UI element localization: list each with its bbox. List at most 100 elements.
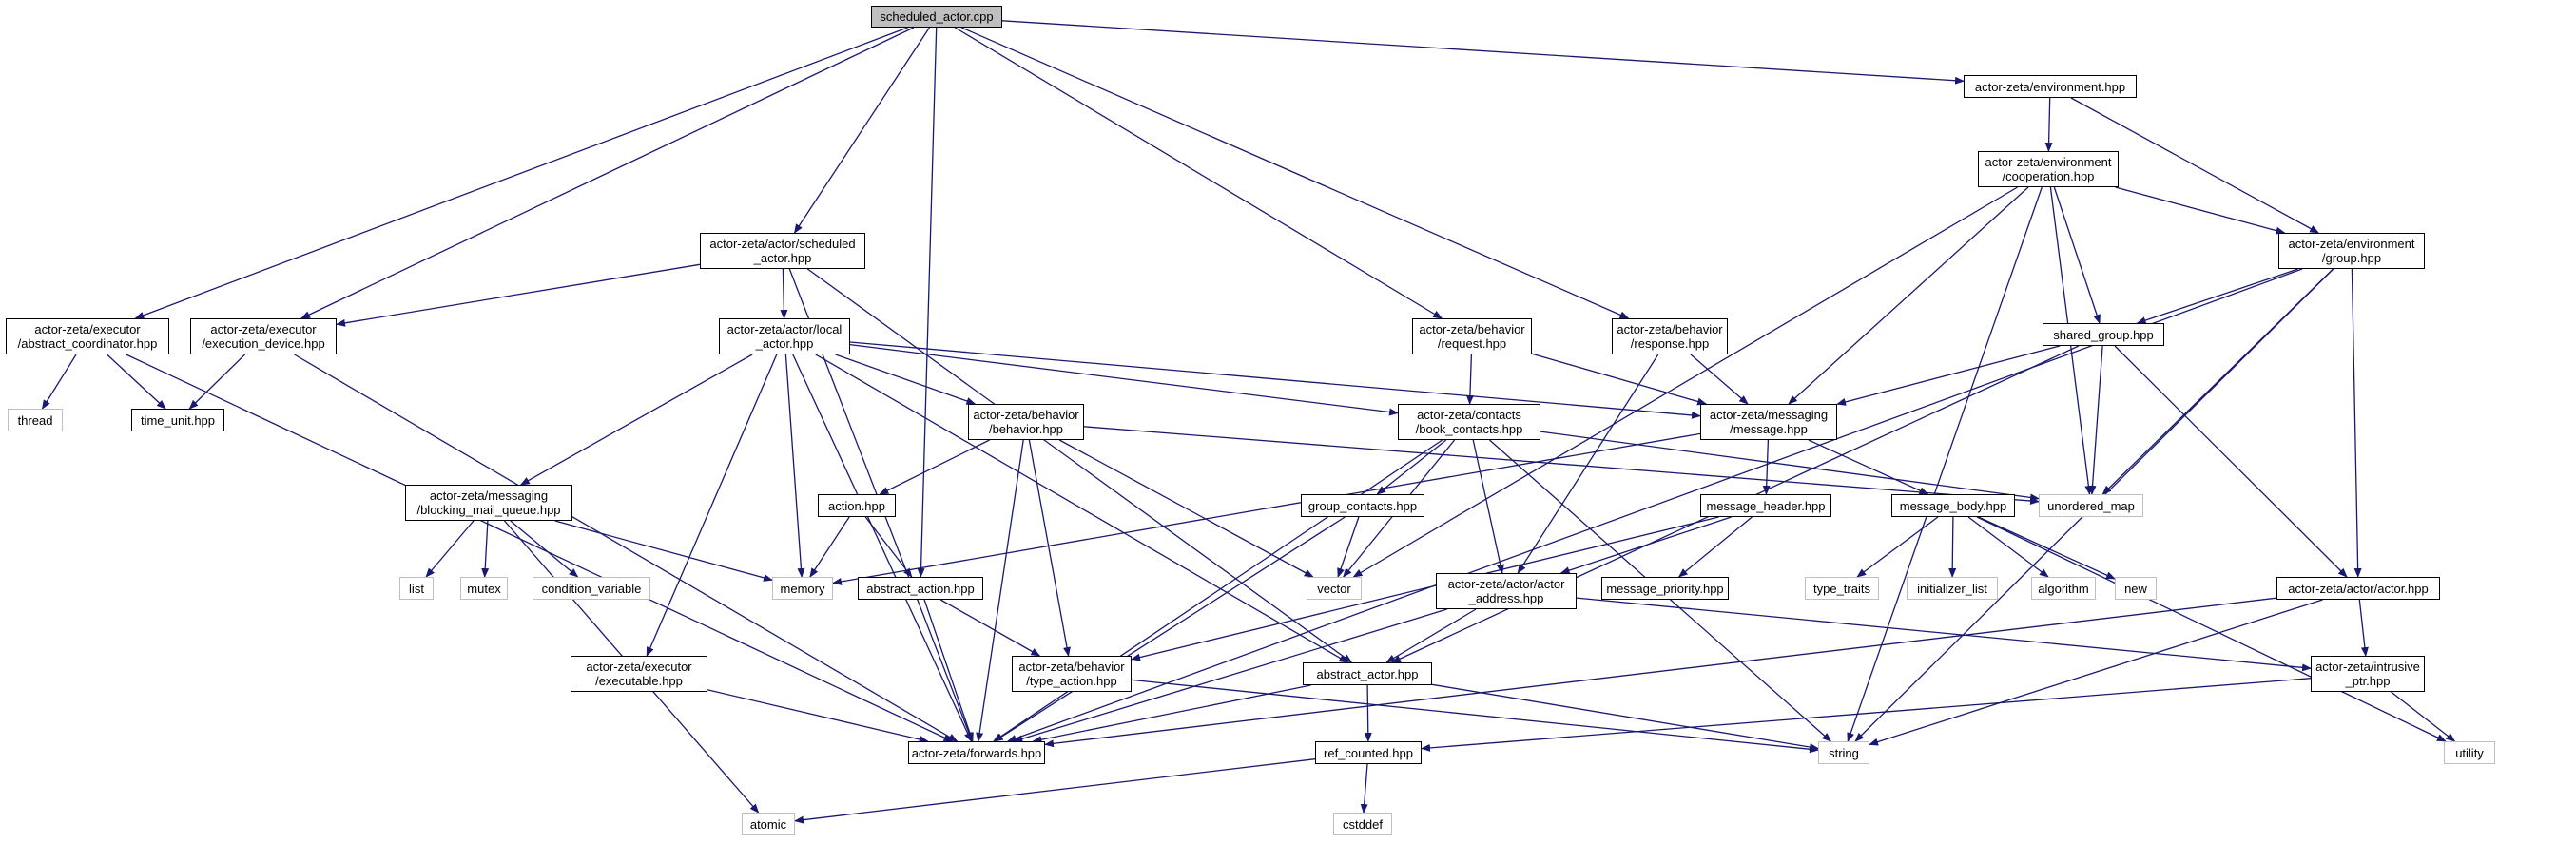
node-vector[interactable]: vector (1307, 577, 1362, 600)
node-label: actor-zeta/environment.hpp (1974, 79, 2126, 94)
node-execdev[interactable]: actor-zeta/executor/execution_device.hpp (190, 318, 337, 354)
node-msgheader[interactable]: message_header.hpp (1700, 494, 1831, 517)
node-executable[interactable]: actor-zeta/executor/executable.hpp (571, 656, 707, 692)
node-intrusive[interactable]: actor-zeta/intrusive_ptr.hpp (2311, 656, 2425, 692)
edge-msgheader-to-typeaction (1131, 516, 1719, 661)
edge-abscoord-to-timeunit (107, 354, 166, 410)
node-label: actor-zeta/behavior (1419, 322, 1525, 336)
edge-blocking-to-condvar (510, 520, 579, 578)
node-algorithm[interactable]: algorithm (2031, 577, 2096, 600)
node-env[interactable]: actor-zeta/environment.hpp (1964, 75, 2137, 98)
node-label: type_traits (1813, 581, 1870, 596)
node-atomic[interactable]: atomic (742, 813, 795, 835)
edge-behavior-to-vector (1058, 439, 1314, 578)
node-label: /type_action.hpp (1026, 674, 1117, 688)
node-label: initializer_list (1917, 581, 1987, 596)
node-sched[interactable]: actor-zeta/actor/scheduled_actor.hpp (700, 233, 865, 269)
edge-group-to-shared (2136, 268, 2298, 324)
edge-msgbody-to-typetraits (1856, 516, 1939, 578)
node-addr[interactable]: actor-zeta/actor/actor_address.hpp (1436, 573, 1577, 609)
edge-group-to-actorhpp (2351, 268, 2362, 578)
node-mutex[interactable]: mutex (460, 577, 508, 600)
node-typeaction[interactable]: actor-zeta/behavior/type_action.hpp (1012, 656, 1132, 692)
edge-root-to-abscoord (134, 27, 908, 319)
node-label: list (409, 581, 424, 596)
edge-book-to-umap (1540, 431, 2040, 502)
node-behavior[interactable]: actor-zeta/behavior/behavior.hpp (968, 404, 1084, 440)
node-absactor[interactable]: abstract_actor.hpp (1303, 662, 1432, 685)
edge-msgheader-to-addr (1559, 516, 1732, 574)
node-response[interactable]: actor-zeta/behavior/response.hpp (1612, 318, 1728, 354)
node-action[interactable]: action.hpp (818, 494, 896, 517)
node-msgbody[interactable]: message_body.hpp (1891, 494, 2015, 517)
edge-coop-to-string (1847, 186, 2043, 742)
edge-groupc-to-forwards (993, 516, 1346, 742)
node-msgprio[interactable]: message_priority.hpp (1601, 577, 1729, 600)
edge-group-to-forwards (1006, 268, 2303, 742)
node-request[interactable]: actor-zeta/behavior/request.hpp (1412, 318, 1532, 354)
node-list[interactable]: list (399, 577, 434, 600)
node-label: actor-zeta/actor/scheduled (709, 237, 856, 251)
node-absaction[interactable]: abstract_action.hpp (858, 577, 983, 600)
node-umap[interactable]: unordered_map (2039, 494, 2143, 517)
node-label: actor-zeta/environment (1985, 155, 2112, 169)
edge-book-to-forwards (993, 439, 1443, 742)
node-label: utility (2455, 745, 2484, 760)
node-local[interactable]: actor-zeta/actor/local_actor.hpp (719, 318, 850, 354)
node-refcounted[interactable]: ref_counted.hpp (1315, 741, 1422, 764)
node-timeunit[interactable]: time_unit.hpp (131, 409, 224, 431)
node-condvar[interactable]: condition_variable (533, 577, 650, 600)
node-label: group_contacts.hpp (1307, 498, 1418, 513)
edge-execdev-to-timeunit (188, 354, 246, 410)
node-utility[interactable]: utility (2444, 741, 2495, 764)
node-label: unordered_map (2047, 498, 2135, 513)
edge-absactor-to-refcounted (1364, 684, 1372, 742)
node-label: abstract_action.hpp (866, 581, 975, 596)
node-shared[interactable]: shared_group.hpp (2043, 323, 2164, 346)
node-label: /executable.hpp (595, 674, 683, 688)
edge-local-to-book (849, 343, 1399, 416)
edge-root-to-request (954, 27, 1443, 319)
edge-book-to-groupc (1376, 439, 1447, 495)
node-label: mutex (467, 581, 501, 596)
node-label: /abstract_coordinator.hpp (17, 336, 158, 351)
node-label: /cooperation.hpp (2002, 169, 2095, 183)
node-actorhpp[interactable]: actor-zeta/actor/actor.hpp (2276, 577, 2440, 600)
edge-absaction-to-typeaction (939, 599, 1041, 657)
edge-local-to-blocking (519, 354, 753, 486)
node-blocking[interactable]: actor-zeta/messaging/blocking_mail_queue… (405, 485, 572, 521)
node-label: /message.hpp (1730, 422, 1808, 436)
edge-actorhpp-to-intrusive (2358, 599, 2369, 657)
node-book[interactable]: actor-zeta/contacts/book_contacts.hpp (1398, 404, 1540, 440)
edge-shared-to-actorhpp (2114, 345, 2348, 578)
node-abscoord[interactable]: actor-zeta/executor/abstract_coordinator… (6, 318, 169, 354)
node-cstddef[interactable]: cstddef (1333, 813, 1392, 835)
node-typetraits[interactable]: type_traits (1805, 577, 1879, 600)
node-label: message_header.hpp (1706, 498, 1826, 513)
node-group[interactable]: actor-zeta/environment/group.hpp (2278, 233, 2425, 269)
edge-book-to-addr (1472, 439, 1504, 574)
node-groupc[interactable]: group_contacts.hpp (1301, 494, 1424, 517)
node-string[interactable]: string (1818, 741, 1869, 764)
node-label: scheduled_actor.cpp (880, 10, 994, 24)
node-label: /request.hpp (1437, 336, 1507, 351)
node-memory[interactable]: memory (772, 577, 833, 600)
node-label: actor-zeta/actor/actor (1447, 577, 1565, 591)
node-coop[interactable]: actor-zeta/environment/cooperation.hpp (1978, 151, 2119, 187)
node-thread[interactable]: thread (8, 409, 63, 431)
node-new[interactable]: new (2115, 577, 2157, 600)
edge-groupc-to-vector (1337, 516, 1360, 578)
node-label: action.hpp (828, 498, 885, 513)
node-initlist[interactable]: initializer_list (1907, 577, 1998, 600)
edge-coop-to-shared (2053, 186, 2101, 324)
node-forwards[interactable]: actor-zeta/forwards.hpp (908, 741, 1045, 764)
node-root[interactable]: scheduled_actor.cpp (871, 6, 1002, 28)
node-label: message_body.hpp (1899, 498, 2007, 513)
edge-root-to-sched (793, 27, 930, 234)
node-label: actor-zeta/messaging (1709, 408, 1829, 422)
edge-message-to-memory (832, 432, 1701, 585)
node-message[interactable]: actor-zeta/messaging/message.hpp (1700, 404, 1837, 440)
node-label: _actor.hpp (753, 251, 812, 265)
